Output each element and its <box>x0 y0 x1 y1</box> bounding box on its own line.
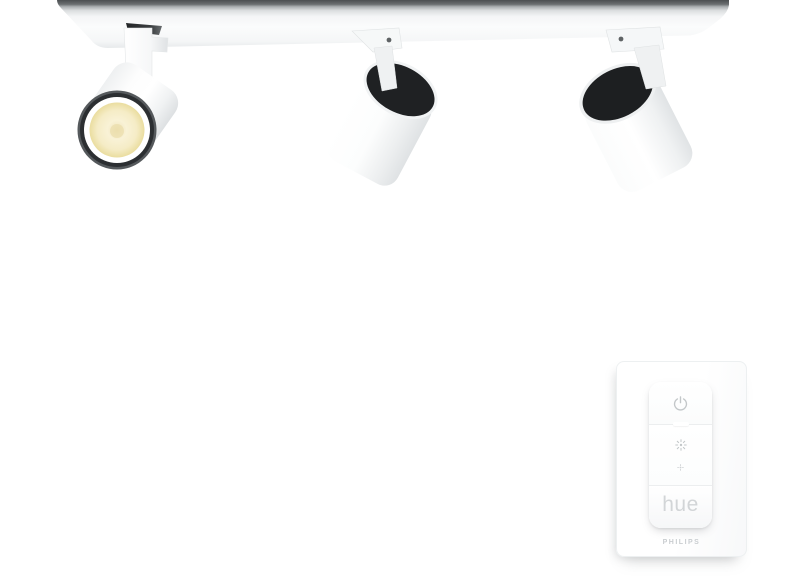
hue-button: hue <box>649 486 712 528</box>
brightness-down-icon <box>676 463 685 472</box>
brightness-up-icon <box>674 438 688 452</box>
spot-right-opening <box>582 66 653 121</box>
spot-middle-arm <box>373 45 398 92</box>
power-button <box>649 382 712 425</box>
spot-left <box>77 23 179 170</box>
spot-middle-bracket <box>351 27 403 53</box>
spot-left-lamp-hotspot <box>110 124 124 138</box>
spot-right-arm <box>633 44 667 90</box>
spot-right-screw <box>618 36 624 42</box>
brightness-rocker <box>649 425 712 486</box>
hue-button-label: hue <box>662 493 699 516</box>
divider-notch <box>672 422 689 426</box>
ceiling-spotlight-fixture <box>57 0 729 192</box>
dimmer-remote: hue <box>649 382 712 528</box>
spot-right-bracket <box>605 26 665 53</box>
power-icon <box>672 395 689 412</box>
spot-middle <box>327 27 438 186</box>
philips-brand-label: PHILIPS <box>662 539 701 546</box>
spot-middle-screw <box>386 37 392 43</box>
spot-right <box>579 26 693 192</box>
dimmer-wall-plate: hue PHILIPS <box>616 361 747 557</box>
mounting-rail <box>57 0 729 48</box>
